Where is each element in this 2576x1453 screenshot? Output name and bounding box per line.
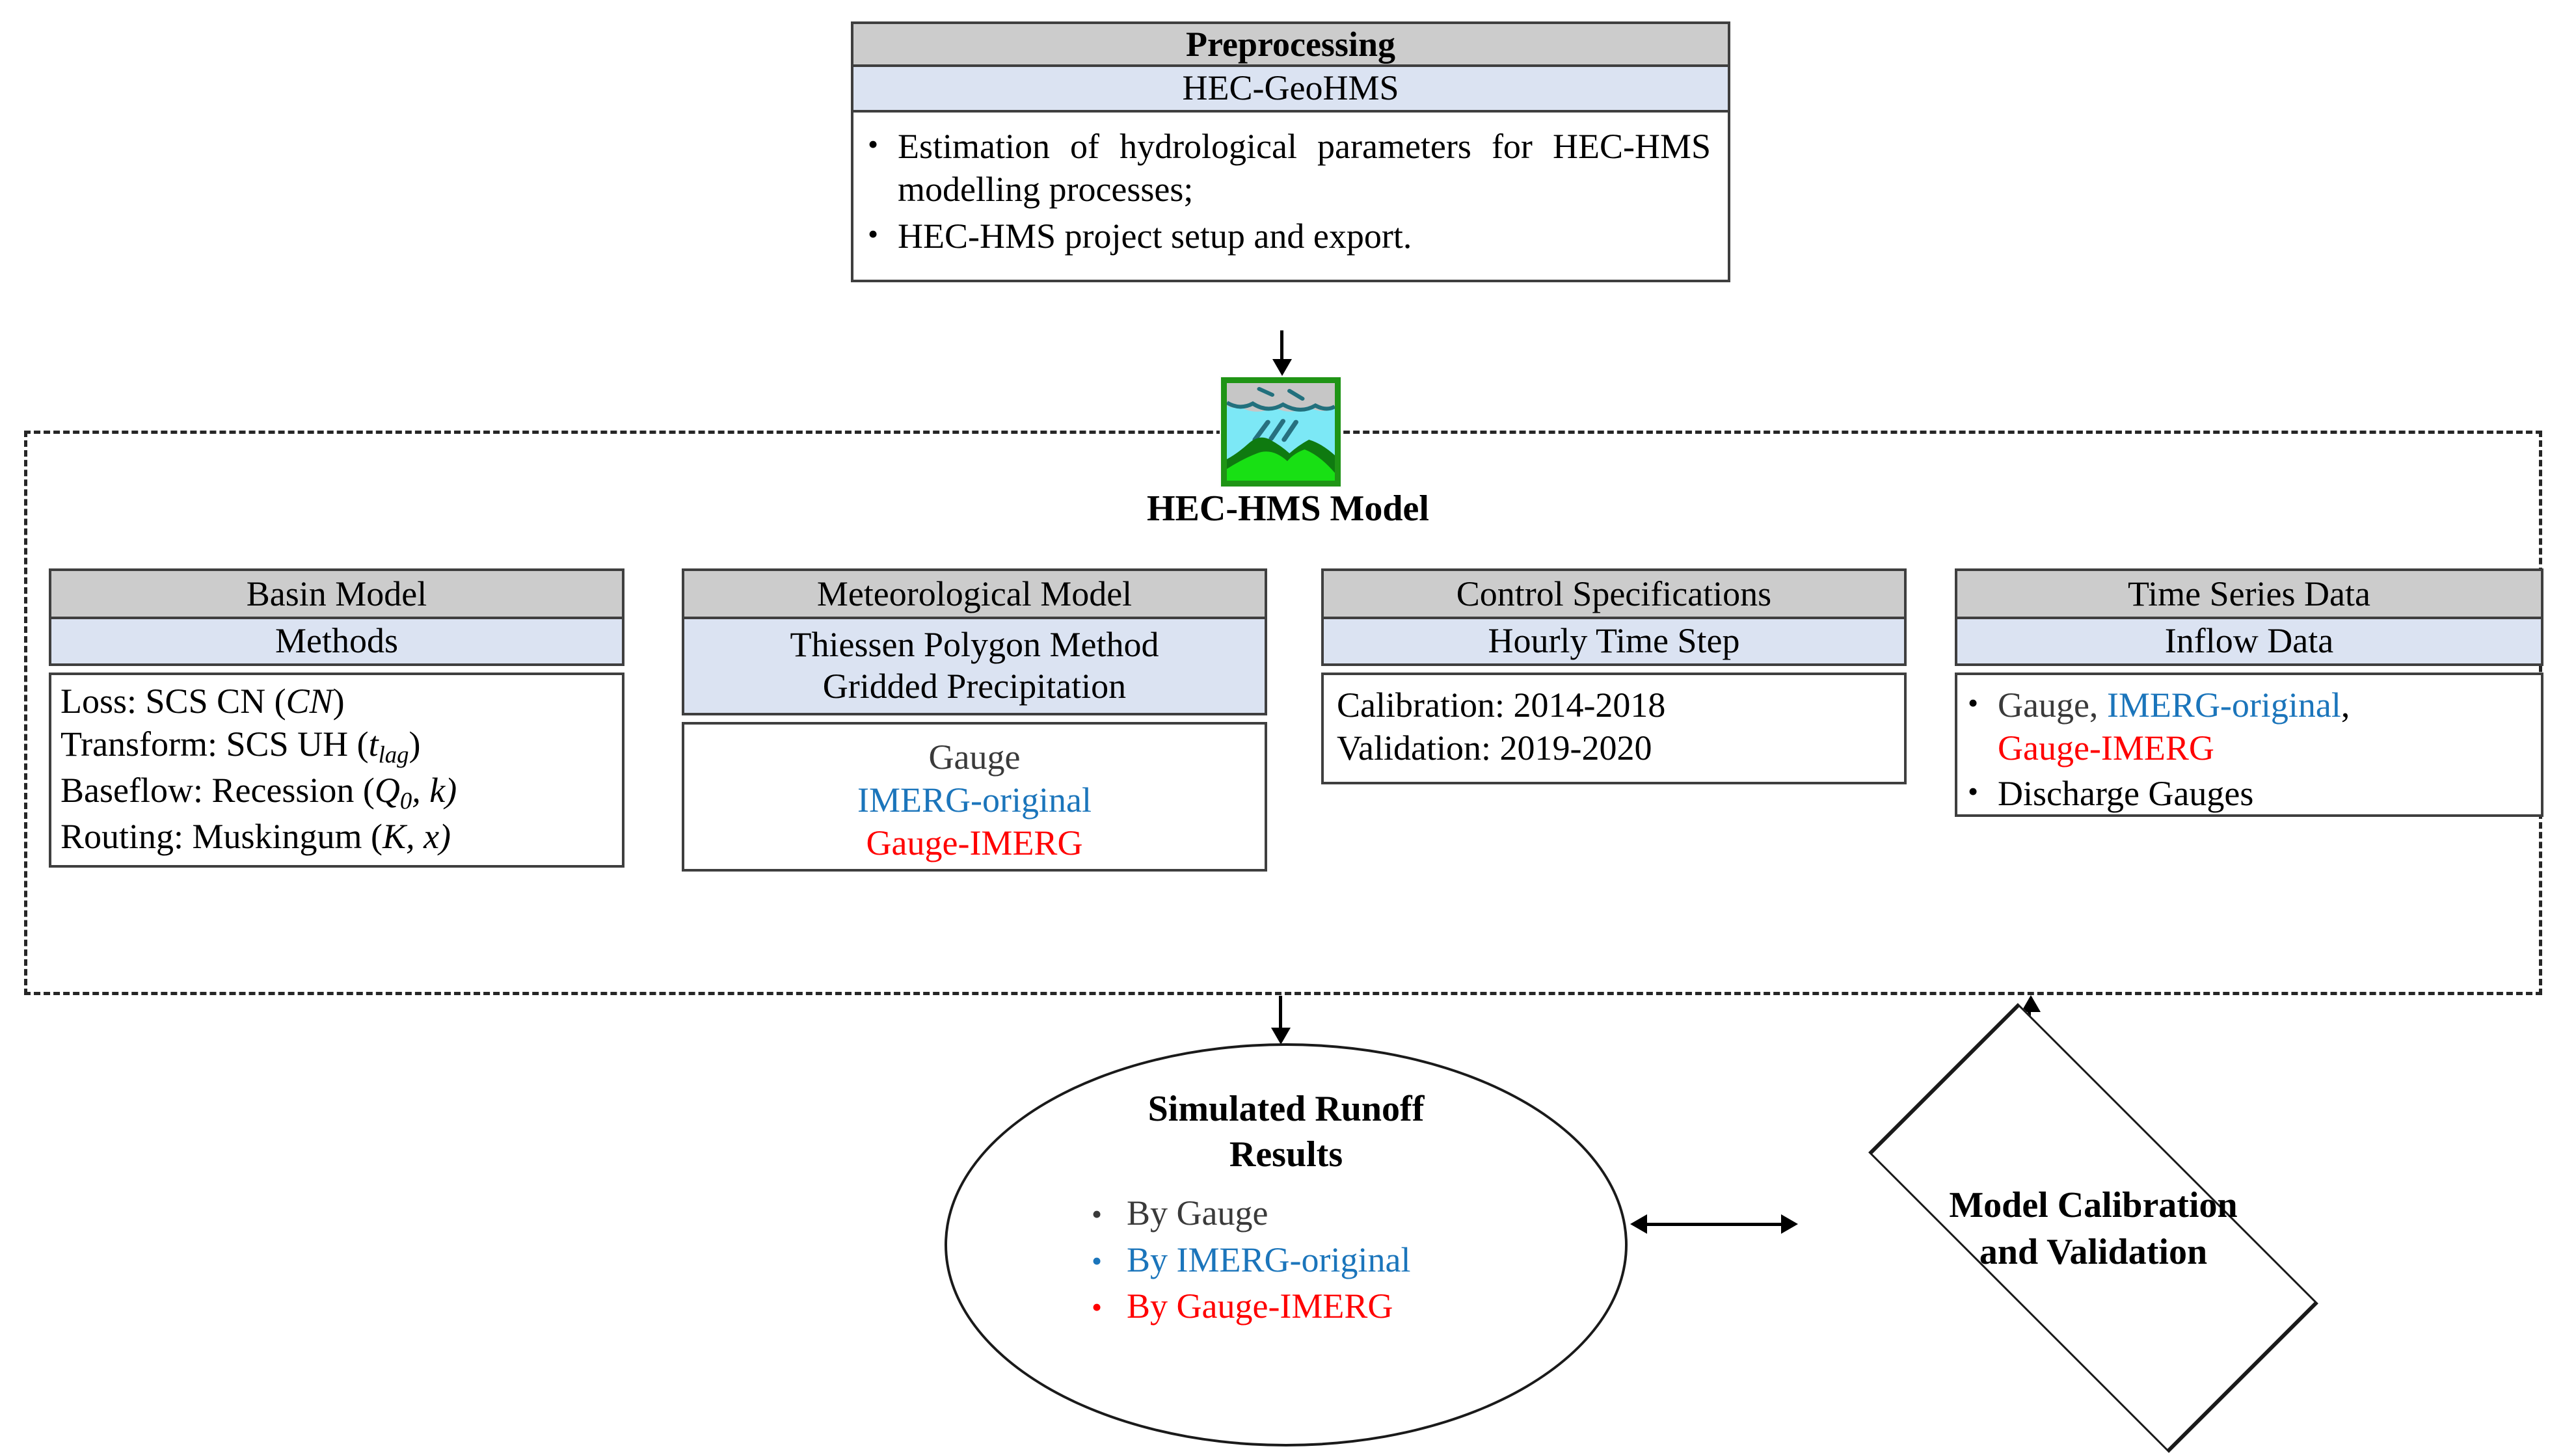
basin-method-param-sub: 0: [399, 787, 412, 814]
tsdata-comma: ,: [2341, 686, 2350, 725]
control-specifications-subheader: Hourly Time Step: [1321, 617, 1907, 666]
bullet-dot-icon: •: [1092, 1197, 1103, 1231]
time-series-data-box: Time Series Data Inflow Data • Gauge, IM…: [1955, 568, 2543, 817]
control-specifications-subheader-text: Hourly Time Step: [1488, 621, 1740, 661]
hec-hms-model-label: HEC-HMS Model: [1147, 488, 1429, 529]
control-specifications-header: Control Specifications: [1321, 568, 1907, 619]
arrow-model-to-results-head: [1271, 1028, 1291, 1045]
simulated-runoff-by-imerg-original: By IMERG-original: [1127, 1240, 1411, 1279]
tsdata-gauge-label: Gauge,: [1998, 686, 2107, 725]
arrow-preprocessing-to-model-head: [1272, 359, 1292, 376]
arrow-preprocessing-to-model-line: [1280, 330, 1283, 363]
simulated-runoff-by-gauge: By Gauge: [1127, 1193, 1268, 1233]
preprocessing-box: Preprocessing HEC-GeoHMS • Estimation of…: [851, 21, 1730, 282]
basin-model-header: Basin Model: [49, 568, 624, 619]
list-item: • By IMERG-original: [1092, 1242, 1547, 1280]
tsdata-bullet-2: • Discharge Gauges: [1968, 773, 2529, 816]
simulated-runoff-title-line2: Results: [1229, 1134, 1343, 1175]
meteorological-model-box: Meteorological Model Thiessen Polygon Me…: [682, 568, 1267, 872]
arrow-model-to-results-line: [1279, 996, 1282, 1031]
meteo-dataset-gauge: Gauge: [928, 738, 1021, 777]
basin-method-close: , k): [412, 770, 457, 810]
tsdata-bullet-1: • Gauge, IMERG-original, Gauge-IMERG: [1968, 684, 2529, 770]
basin-method-param-sub: lag: [378, 741, 409, 768]
bullet-dot-icon: •: [1968, 774, 1979, 808]
basin-method-param: CN: [286, 682, 333, 721]
model-calibration-line2: and Validation: [1979, 1231, 2208, 1272]
simulated-runoff-results-ellipse: Simulated Runoff Results • By Gauge • By…: [945, 1043, 1628, 1446]
simulated-runoff-list: • By Gauge • By IMERG-original • By Gaug…: [1092, 1195, 1547, 1335]
model-calibration-validation-diamond: Model Calibration and Validation: [1801, 1003, 2386, 1453]
basin-method-close: ): [409, 724, 421, 764]
arrow-results-calibration-line: [1644, 1223, 1784, 1226]
tsdata-imerg-original-label: IMERG-original: [2106, 686, 2341, 725]
control-calibration-period: Calibration: 2014-2018: [1337, 686, 1666, 725]
basin-method-param: t: [368, 724, 379, 764]
meteorological-model-body: Gauge IMERG-original Gauge-IMERG: [682, 722, 1267, 872]
basin-method-label: Transform: SCS UH (: [60, 724, 369, 764]
simulated-runoff-by-gauge-imerg: By Gauge-IMERG: [1127, 1286, 1393, 1326]
control-specifications-box: Control Specifications Hourly Time Step …: [1321, 568, 1907, 784]
preprocessing-bullet-2: • HEC-HMS project setup and export.: [868, 215, 1711, 258]
time-series-data-subheader-text: Inflow Data: [2164, 621, 2334, 661]
list-item: • By Gauge-IMERG: [1092, 1288, 1547, 1326]
basin-model-body: Loss: SCS CN (CN) Transform: SCS UH (tla…: [49, 673, 624, 868]
control-specifications-body: Calibration: 2014-2018 Validation: 2019-…: [1321, 673, 1907, 784]
simulated-runoff-title: Simulated Runoff Results: [947, 1086, 1625, 1177]
preprocessing-subheader-text: HEC-GeoHMS: [1182, 68, 1399, 108]
basin-model-box: Basin Model Methods Loss: SCS CN (CN) Tr…: [49, 568, 624, 868]
basin-method-param: K: [382, 817, 407, 857]
meteorological-subheader-line2: Gridded Precipitation: [822, 667, 1127, 706]
preprocessing-body: • Estimation of hydrological parameters …: [851, 110, 1730, 282]
basin-method-row: Transform: SCS UH (tlag): [60, 723, 613, 769]
bullet-dot-icon: •: [1968, 686, 1979, 719]
basin-method-label: Baseflow: Recession (: [60, 770, 375, 810]
preprocessing-bullet-2-text: HEC-HMS project setup and export.: [898, 216, 1412, 256]
meteorological-model-subheader: Thiessen Polygon Method Gridded Precipit…: [682, 617, 1267, 715]
meteo-dataset-gauge-imerg: Gauge-IMERG: [866, 823, 1083, 862]
basin-model-subheader-text: Methods: [275, 621, 398, 661]
bullet-dot-icon: •: [868, 217, 879, 250]
basin-method-row: Routing: Muskingum (K, x): [60, 816, 613, 859]
preprocessing-subheader: HEC-GeoHMS: [851, 64, 1730, 113]
basin-method-row: Loss: SCS CN (CN): [60, 680, 613, 723]
model-calibration-label: Model Calibration and Validation: [1801, 1182, 2386, 1275]
control-validation-period: Validation: 2019-2020: [1337, 728, 1652, 767]
basin-method-label: Loss: SCS CN (: [60, 682, 286, 721]
time-series-data-subheader: Inflow Data: [1955, 617, 2543, 666]
list-item: • By Gauge: [1092, 1195, 1547, 1233]
simulated-runoff-title-line1: Simulated Runoff: [1147, 1089, 1425, 1129]
tsdata-bullet-1-text: Gauge, IMERG-original, Gauge-IMERG: [1998, 684, 2529, 770]
basin-method-param: Q: [374, 770, 400, 810]
basin-method-close: , x): [406, 817, 451, 857]
bullet-dot-icon: •: [1092, 1290, 1103, 1324]
bullet-dot-icon: •: [868, 127, 879, 161]
bullet-dot-icon: •: [1092, 1244, 1103, 1277]
meteorological-model-header: Meteorological Model: [682, 568, 1267, 619]
preprocessing-bullet-1: • Estimation of hydrological parameters …: [868, 126, 1711, 211]
basin-method-row: Baseflow: Recession (Q0, k): [60, 769, 613, 816]
arrow-results-calibration-head-right: [1781, 1214, 1798, 1234]
preprocessing-bullet-1-text: Estimation of hydrological parameters fo…: [898, 127, 1711, 209]
time-series-data-header: Time Series Data: [1955, 568, 2543, 619]
tsdata-bullet-2-text: Discharge Gauges: [1998, 773, 2254, 813]
basin-method-label: Routing: Muskingum (: [60, 817, 383, 857]
meteo-dataset-imerg-original: IMERG-original: [857, 780, 1092, 820]
basin-model-subheader: Methods: [49, 617, 624, 666]
meteorological-subheader-line1: Thiessen Polygon Method: [790, 625, 1159, 665]
arrow-results-calibration-head-left: [1630, 1214, 1647, 1234]
rain-over-mountains-icon: [1220, 376, 1342, 488]
preprocessing-header: Preprocessing: [851, 21, 1730, 67]
basin-method-close: ): [332, 682, 345, 721]
tsdata-gauge-imerg-label: Gauge-IMERG: [1998, 728, 2214, 767]
model-calibration-line1: Model Calibration: [1949, 1185, 2238, 1225]
time-series-data-body: • Gauge, IMERG-original, Gauge-IMERG • Di…: [1955, 673, 2543, 817]
